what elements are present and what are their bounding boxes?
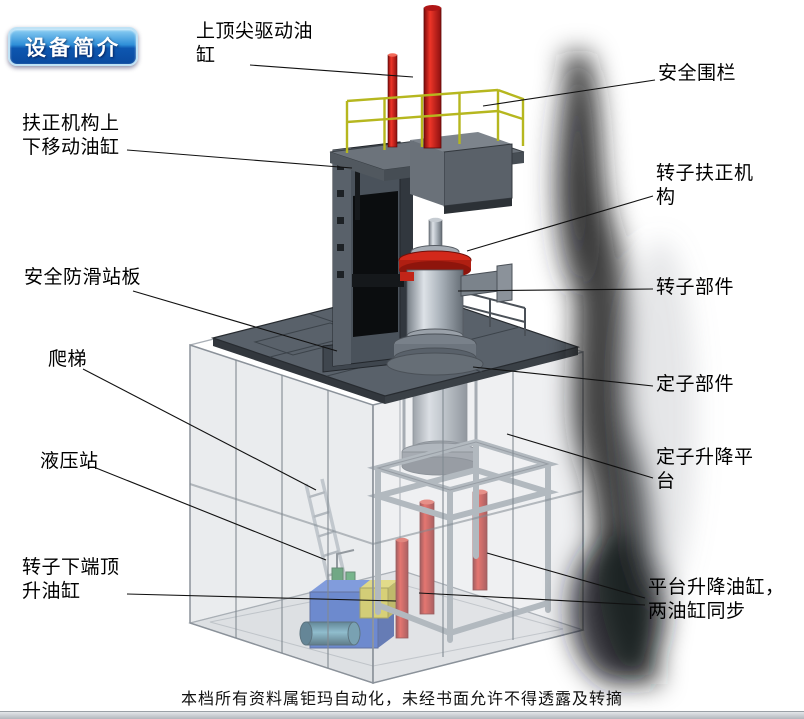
rotor-assembly: [352, 217, 513, 376]
leader-platform-cylinder-2: [418, 592, 646, 606]
label-centering-move-cylinder: 扶正机构上下移动油缸: [22, 113, 120, 159]
label-anti-slip-plate: 安全防滑站板: [24, 267, 142, 288]
leader-anti-slip-plate: [132, 290, 338, 352]
leader-safety-fence: [482, 79, 656, 107]
leader-stator-part: [472, 366, 654, 387]
label-hydraulic-station: 液压站: [40, 451, 99, 472]
title-badge: 设备简介: [8, 27, 138, 66]
label-stator-part: 定子部件: [656, 374, 735, 395]
yellow-block: [359, 587, 389, 619]
leader-rotor-jack-cylinder: [126, 593, 397, 602]
pump-motor-cap: [299, 621, 313, 646]
enclosure-walls: [189, 343, 584, 685]
leader-top-drive-cylinder: [249, 64, 414, 78]
smoke-shadow: [553, 52, 696, 685]
bottom-edge-bar: [0, 711, 804, 719]
press-column: [322, 141, 413, 373]
leader-lines: [82, 64, 656, 606]
centering-arm-left: [352, 274, 404, 287]
leader-centering-move-cylinder: [126, 149, 353, 169]
label-safety-fence: 安全围栏: [658, 63, 737, 84]
leader-ladder: [82, 368, 317, 491]
label-rotor-centering: 转子扶正机构: [656, 163, 754, 209]
label-platform-lift-cylinders: 平台升降油缸，两油缸同步: [648, 577, 785, 623]
top-drive-cylinders: [387, 5, 442, 149]
label-stator-lift-platform: 定子升降平台: [656, 447, 754, 493]
hydraulic-pipe: [336, 549, 355, 568]
leader-rotor-part: [457, 288, 654, 292]
safety-fence-rails: [345, 88, 525, 153]
label-top-drive-cylinder: 上顶尖驱动油缸: [196, 21, 314, 67]
label-ladder: 爬梯: [48, 349, 88, 370]
label-rotor-jack-cylinder: 转子下端顶升油缸: [22, 557, 120, 603]
wall-studs: [189, 360, 584, 668]
leader-hydraulic-station: [95, 467, 327, 561]
label-rotor-part: 转子部件: [656, 277, 735, 298]
leader-platform-cylinder-1: [486, 552, 646, 599]
press-throat: [353, 191, 398, 337]
leader-rotor-centering: [466, 195, 654, 252]
hydraulic-unit: [299, 549, 398, 649]
column-slot: [355, 165, 360, 220]
leader-stator-lift-platform: [506, 433, 654, 479]
footer-confidentiality-note: 本档所有资料属钜玛自动化，未经书面允许不得透露及转摘: [180, 691, 623, 708]
pump-motor-cap: [347, 621, 361, 646]
